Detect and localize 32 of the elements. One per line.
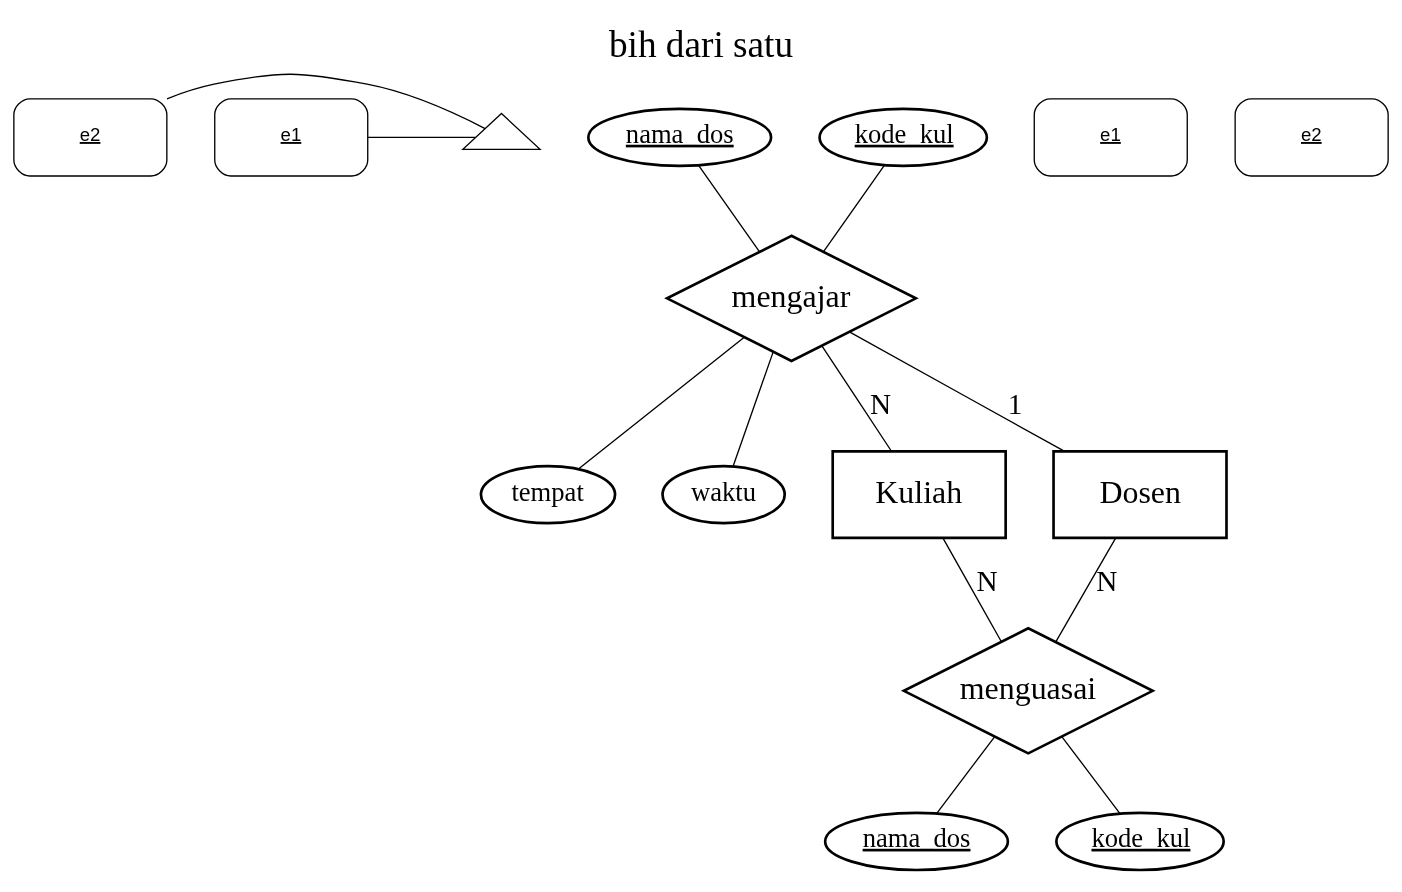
connector [942, 537, 1003, 643]
node-triangle [461, 112, 542, 151]
connector [697, 164, 761, 253]
edge-label: N [976, 564, 998, 597]
connector [367, 136, 477, 139]
edge-label: 1 [1007, 387, 1023, 420]
node-ellipse: kode_kul [1055, 811, 1225, 872]
node-box: Dosen [1052, 450, 1228, 540]
node-box: Kuliah [831, 450, 1007, 540]
node-diamond: menguasai [900, 626, 1156, 755]
node-box: e2 [1234, 98, 1389, 177]
connector [166, 73, 486, 130]
connector [732, 351, 774, 468]
node-diamond: mengajar [664, 234, 919, 363]
node-ellipse: waktu [661, 464, 787, 525]
connector [821, 345, 893, 452]
node-ellipse: tempat [479, 464, 617, 525]
node-box: e1 [214, 98, 369, 177]
connector [848, 331, 1065, 452]
node-ellipse: nama_dos [587, 107, 773, 168]
node-ellipse: kode_kul [818, 107, 989, 168]
connector [822, 164, 886, 253]
connector [577, 336, 745, 470]
node-box: e1 [1033, 98, 1188, 177]
connector [1055, 537, 1117, 643]
connector [1061, 735, 1121, 815]
connector [935, 735, 996, 815]
edge-label: N [870, 387, 892, 420]
node-ellipse: nama_dos [823, 811, 1010, 872]
diagram-title: bih dari satu [608, 24, 794, 66]
node-box: e2 [13, 98, 168, 177]
edge-label: N [1096, 564, 1118, 597]
